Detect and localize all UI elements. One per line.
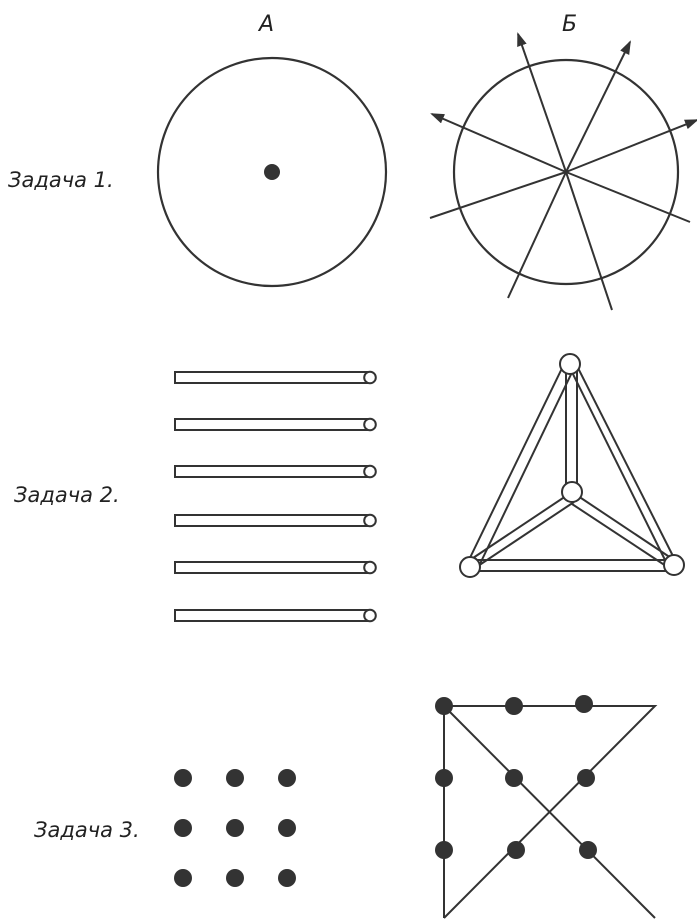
match xyxy=(175,562,376,574)
task-3-problem xyxy=(174,769,296,887)
dot xyxy=(174,819,192,837)
dot xyxy=(278,769,296,787)
dot xyxy=(278,869,296,887)
dot xyxy=(174,769,192,787)
match xyxy=(566,360,668,566)
dot xyxy=(226,769,244,787)
arrow-line xyxy=(432,114,566,172)
center-dot xyxy=(264,164,280,180)
dot xyxy=(174,869,192,887)
task-1-problem xyxy=(158,58,386,286)
match xyxy=(576,364,676,562)
dot xyxy=(577,769,595,787)
dot xyxy=(505,769,523,787)
match xyxy=(175,466,376,478)
line xyxy=(430,172,566,218)
match-head xyxy=(460,557,480,577)
match-head xyxy=(562,482,582,502)
task-3-solution xyxy=(435,695,655,918)
task-2-problem xyxy=(175,372,376,622)
dot xyxy=(435,697,453,715)
line xyxy=(566,172,612,310)
match xyxy=(175,515,376,527)
match xyxy=(175,610,376,622)
match xyxy=(175,372,376,384)
match xyxy=(175,419,376,431)
dot xyxy=(226,819,244,837)
match-head xyxy=(560,354,580,374)
dot xyxy=(507,841,525,859)
dot xyxy=(435,769,453,787)
task-1-solution xyxy=(430,34,697,310)
dot xyxy=(435,841,453,859)
dot xyxy=(226,869,244,887)
dot xyxy=(579,841,597,859)
dot xyxy=(575,695,593,713)
match xyxy=(466,360,566,566)
match-head xyxy=(664,555,684,575)
task-2-solution xyxy=(460,354,684,577)
match xyxy=(478,364,576,568)
dot xyxy=(278,819,296,837)
dot xyxy=(505,697,523,715)
arrow-line xyxy=(518,34,566,172)
line xyxy=(566,172,690,222)
